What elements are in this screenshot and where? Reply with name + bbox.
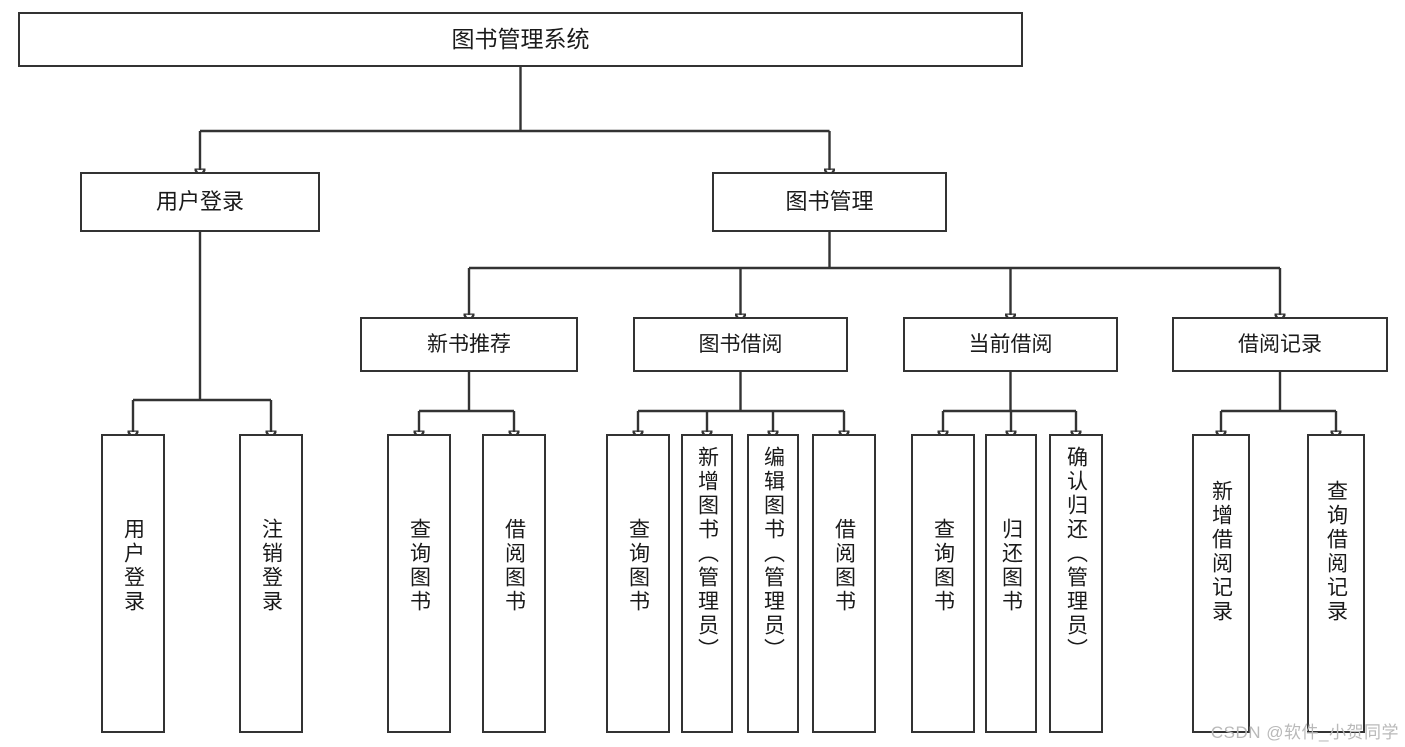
node-leaf-11-新增借阅记录[interactable]: 新增借阅记录 <box>1192 434 1250 733</box>
node-leaf-8-查询图书[interactable]: 查询图书 <box>911 434 975 733</box>
node-label: 新增借阅记录 <box>1209 480 1233 624</box>
node-level2-图书借阅[interactable]: 图书借阅 <box>633 317 848 372</box>
node-label: 用户登录 <box>121 518 145 614</box>
node-label: 注销登录 <box>259 518 283 614</box>
node-label: 用户登录 <box>155 188 244 214</box>
node-label: 借阅记录 <box>1238 332 1322 356</box>
node-leaf-7-借阅图书[interactable]: 借阅图书 <box>812 434 876 733</box>
node-leaf-1-注销登录[interactable]: 注销登录 <box>239 434 303 733</box>
node-label: 借阅图书 <box>502 518 526 614</box>
node-leaf-3-借阅图书[interactable]: 借阅图书 <box>482 434 546 733</box>
node-label: 图书借阅 <box>698 332 783 356</box>
node-root-图书管理系统[interactable]: 图书管理系统 <box>18 12 1023 67</box>
node-level1-用户登录[interactable]: 用户登录 <box>80 172 320 232</box>
node-label: 新增图书（管理员） <box>695 446 719 662</box>
node-label: 归还图书 <box>999 518 1023 614</box>
node-level1-图书管理[interactable]: 图书管理 <box>712 172 947 232</box>
node-label: 编辑图书（管理员） <box>761 446 785 662</box>
node-label: 查询图书 <box>407 518 431 614</box>
node-leaf-5-新增图书管理员[interactable]: 新增图书（管理员） <box>681 434 733 733</box>
node-leaf-12-查询借阅记录[interactable]: 查询借阅记录 <box>1307 434 1365 733</box>
node-label: 图书管理 <box>785 188 874 214</box>
node-leaf-10-确认归还管理员[interactable]: 确认归还（管理员） <box>1049 434 1103 733</box>
watermark-text: CSDN @软件_小贺同学 <box>1210 723 1399 742</box>
node-label: 查询图书 <box>626 518 650 614</box>
node-leaf-6-编辑图书管理员[interactable]: 编辑图书（管理员） <box>747 434 799 733</box>
node-level2-当前借阅[interactable]: 当前借阅 <box>903 317 1118 372</box>
node-label: 借阅图书 <box>832 518 856 614</box>
node-leaf-9-归还图书[interactable]: 归还图书 <box>985 434 1037 733</box>
node-label: 查询借阅记录 <box>1324 480 1348 624</box>
node-leaf-2-查询图书[interactable]: 查询图书 <box>387 434 451 733</box>
node-leaf-4-查询图书[interactable]: 查询图书 <box>606 434 670 733</box>
node-leaf-0-用户登录[interactable]: 用户登录 <box>101 434 165 733</box>
node-level2-借阅记录[interactable]: 借阅记录 <box>1172 317 1388 372</box>
node-label: 确认归还（管理员） <box>1064 446 1088 662</box>
node-label: 当前借阅 <box>968 332 1053 356</box>
node-label: 图书管理系统 <box>451 25 590 52</box>
node-level2-新书推荐[interactable]: 新书推荐 <box>360 317 578 372</box>
node-label: 查询图书 <box>931 518 955 614</box>
node-label: 新书推荐 <box>427 332 511 356</box>
